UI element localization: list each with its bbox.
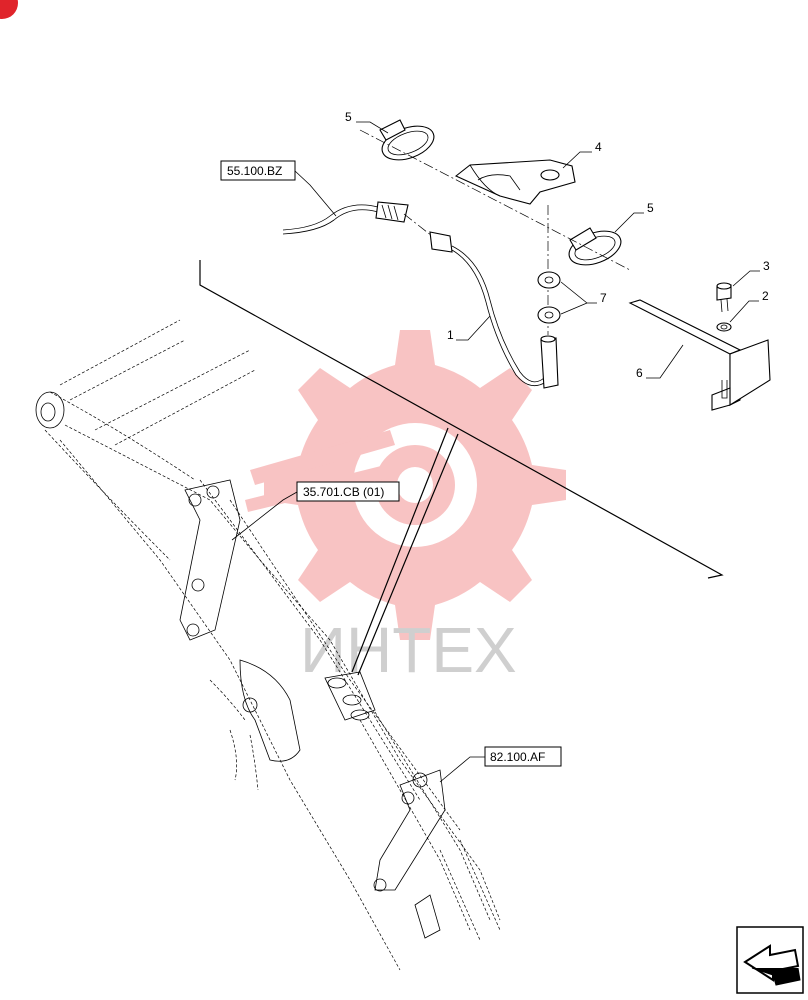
callout-6: 6 <box>636 344 684 380</box>
corner-badge <box>0 0 18 19</box>
boom-arm <box>35 319 501 971</box>
svg-text:55.100.BZ: 55.100.BZ <box>227 164 282 178</box>
watermark-logo <box>245 330 566 640</box>
callout-5-upper: 5 <box>345 110 389 134</box>
svg-text:5: 5 <box>345 110 352 124</box>
detail-leader-a <box>351 427 449 673</box>
callout-2: 2 <box>729 289 769 323</box>
svg-text:7: 7 <box>600 291 607 305</box>
svg-text:1: 1 <box>447 328 454 342</box>
reference-55-100-bz[interactable]: 55.100.BZ <box>220 160 337 217</box>
part-5-hose-clamp-upper <box>379 119 435 161</box>
svg-text:4: 4 <box>595 140 602 154</box>
svg-text:82.100.AF: 82.100.AF <box>490 750 545 764</box>
reference-35-701-cb[interactable]: 35.701.CB (01) <box>231 481 400 541</box>
detail-leader-b <box>357 433 459 676</box>
part-5-hose-clamp-lower <box>568 227 622 266</box>
svg-text:6: 6 <box>636 366 643 380</box>
centerline-clamps <box>359 129 631 271</box>
detail-outline <box>199 260 724 579</box>
callout-5-lower: 5 <box>614 201 654 233</box>
part-6-mounting-plate <box>628 299 771 411</box>
part-1-sensor-harness <box>282 201 559 389</box>
svg-text:5: 5 <box>647 201 654 215</box>
svg-text:3: 3 <box>763 259 770 273</box>
callout-7: 7 <box>560 281 607 315</box>
part-2-washer <box>716 322 732 332</box>
reference-82-100-af[interactable]: 82.100.AF <box>439 746 562 783</box>
svg-text:35.701.CB (01): 35.701.CB (01) <box>303 485 384 499</box>
part-3-bolt <box>716 282 732 313</box>
part-7-spacers <box>537 271 561 324</box>
callout-3: 3 <box>732 259 770 287</box>
callout-1: 1 <box>447 315 491 342</box>
next-page-arrow-icon[interactable] <box>736 926 804 994</box>
watermark-text: ИНТЕХ <box>300 614 517 686</box>
callout-4: 4 <box>562 140 602 169</box>
part-4-bracket <box>454 159 576 205</box>
svg-text:2: 2 <box>762 289 769 303</box>
